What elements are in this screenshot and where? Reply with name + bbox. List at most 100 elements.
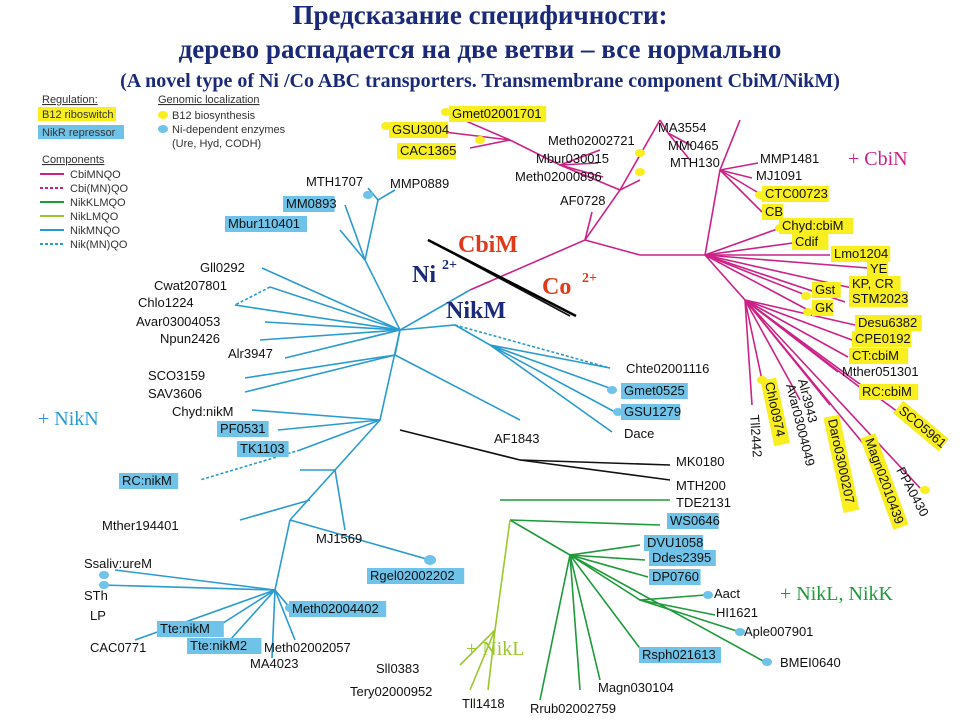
leaf-cb: CB	[762, 204, 784, 220]
leaf-mther051301: Mther051301	[842, 364, 919, 379]
leaf-label: Tte:nikM2	[190, 638, 247, 653]
leaf-highlight-box	[289, 601, 387, 617]
leaf-label: Chyd:nikM	[172, 404, 233, 419]
leaf-highlight-box	[812, 282, 841, 298]
leaf-ctc00723: CTC00723	[762, 186, 829, 202]
leaf-sav3606: SAV3606	[148, 386, 202, 401]
leaf-stm2023: STM2023	[849, 291, 908, 307]
legend-b12-biosynthesis: B12 biosynthesis	[172, 110, 256, 122]
leaf-highlight-box	[649, 550, 716, 566]
split-line	[427, 238, 577, 318]
leaf-ssalivurem: Ssaliv:ureM	[84, 556, 152, 571]
leaf-pf0531: PF0531	[217, 421, 269, 437]
legend-ni-enzymes-detail: (Ure, Hyd, CODH)	[172, 138, 261, 150]
leaf-label: LP	[90, 608, 106, 623]
leaf-lp: LP	[90, 608, 106, 623]
leaf-label: RC:nikM	[122, 473, 172, 488]
leaf-dp0760: DP0760	[649, 569, 701, 585]
label-co-sup: 2+	[582, 271, 597, 286]
leaf-label: Desu6382	[858, 315, 917, 330]
leaf-label: Npun2426	[160, 331, 220, 346]
leaf-magn030104: Magn030104	[598, 680, 674, 695]
legend-ni-dot	[158, 125, 168, 133]
leaf-rcnikm: RC:nikM	[119, 473, 179, 489]
leaf-label: Gll0292	[200, 260, 245, 275]
leaf-label: Tll1418	[462, 696, 505, 711]
leaf-ctcbim: CT:cbiM	[849, 348, 909, 364]
leaf-label: Chyd:cbiM	[782, 218, 843, 233]
leaf-rrub02002759: Rrub02002759	[530, 701, 616, 716]
legend-component-5: NikMNQO	[70, 225, 121, 237]
leaf-mth130: MTH130	[670, 155, 720, 170]
title-line-1: Предсказание специфичности:	[292, 0, 668, 30]
leaf-label: Tery02000952	[350, 684, 432, 699]
legend-regulation-header: Regulation:	[42, 94, 98, 106]
leaf-desu6382: Desu6382	[855, 315, 922, 331]
leaf-aact: Aact	[714, 586, 740, 601]
leaf-label: MJ1569	[316, 531, 362, 546]
leaf-label: CAC0771	[90, 640, 146, 655]
leaf-cwat207801: Cwat207801	[154, 278, 227, 293]
leaf-highlight-box	[621, 404, 681, 420]
label-plus-nikn: + NikN	[38, 408, 99, 430]
leaf-highlight-box	[859, 384, 919, 400]
legend-nikr-swatch	[38, 125, 124, 139]
leaf-label: YE	[870, 261, 888, 276]
leaf-label: WS0646	[670, 513, 720, 528]
leaf-label: Rgel02002202	[370, 568, 455, 583]
leaf-label: AF0728	[560, 193, 606, 208]
niklm-branch	[459, 519, 511, 691]
legend-genomic-header: Genomic localization	[158, 94, 260, 106]
leaf-highlight-box	[389, 122, 449, 138]
leaf-meth02000896: Meth02000896	[515, 169, 602, 184]
leaf-tde2131: TDE2131	[676, 495, 731, 510]
leaf-label: Rrub02002759	[530, 701, 616, 716]
leaf-mj1569: MJ1569	[316, 531, 362, 546]
leaf-tk1103: TK1103	[237, 441, 289, 457]
leaf-label: MA4023	[250, 656, 298, 671]
leaf-highlight-box	[852, 331, 912, 347]
leaf-tll2442: Tll2442	[747, 414, 765, 458]
leaf-label: STM2023	[852, 291, 908, 306]
leaf-label: MTH200	[676, 478, 726, 493]
leaf-label: Aple007901	[744, 624, 813, 639]
leaf-label: SCO5961	[896, 403, 949, 451]
leaf-sco3159: SCO3159	[148, 368, 205, 383]
leaf-daro03000207: Daro03000207	[823, 414, 860, 513]
leaf-mbur110401: Mbur110401	[225, 216, 307, 232]
leaf-ye: YE	[867, 261, 889, 277]
leaf-label: Sll0383	[376, 661, 419, 676]
leaf-label: DVU1058	[647, 535, 703, 550]
leaf-rgel02002202: Rgel02002202	[367, 568, 465, 584]
label-ni-sup: 2+	[442, 258, 457, 273]
leaf-label: MJ1091	[756, 168, 802, 183]
legend-component-6: Nik(MN)QO	[70, 239, 128, 251]
leaf-label: MK0180	[676, 454, 724, 469]
legend: Regulation: B12 riboswitch NikR represso…	[38, 94, 286, 251]
leaf-highlight-box	[639, 647, 721, 663]
leaf-label: Gmet0525	[624, 383, 685, 398]
leaf-label: Meth02002057	[264, 640, 351, 655]
leaf-label: CTC00723	[765, 186, 828, 201]
leaf-label: CAC1365	[400, 143, 456, 158]
leaf-alr3947: Alr3947	[228, 346, 273, 361]
leaf-af1843: AF1843	[494, 431, 540, 446]
leaf-highlight-box	[397, 143, 457, 159]
leaf-label: MTH1707	[306, 174, 363, 189]
leaf-meth02004402: Meth02004402	[289, 601, 387, 617]
leaf-label: RC:cbiM	[862, 384, 912, 399]
legend-component-4: NikLMQO	[70, 211, 119, 223]
leaf-label: Meth02000896	[515, 169, 602, 184]
legend-b12-riboswitch: B12 riboswitch	[42, 109, 114, 121]
leaf-highlight-box	[649, 569, 701, 585]
leaf-label: Chte02001116	[626, 361, 709, 376]
leaf-highlight-box	[823, 414, 860, 513]
leaf-label: Alr3947	[228, 346, 273, 361]
leaf-lmo1204: Lmo1204	[831, 246, 891, 262]
leaf-highlight-box	[217, 421, 269, 437]
leaf-highlight-box	[762, 186, 829, 202]
leaf-label: MMP0889	[390, 176, 449, 191]
nik-branch	[101, 187, 616, 659]
leaf-labels: Gmet02001701GSU3004CAC1365Meth02002721Mb…	[84, 106, 949, 716]
legend-ni-enzymes: Ni-dependent enzymes	[172, 124, 286, 136]
